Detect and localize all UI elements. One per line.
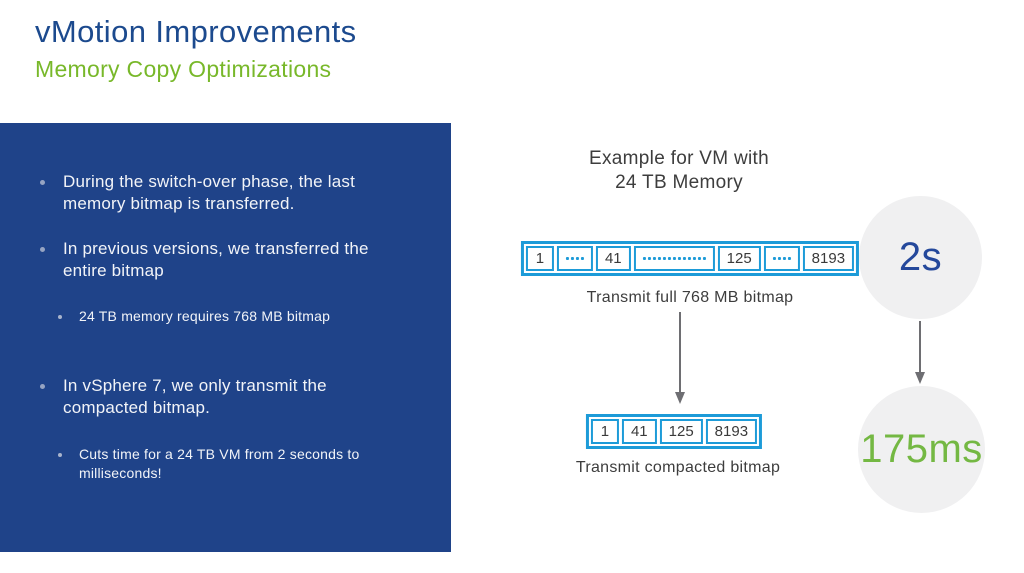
dot-square-icon xyxy=(662,257,666,260)
slide-subtitle: Memory Copy Optimizations xyxy=(35,56,332,82)
sub-bullet-item: Cuts time for a 24 TB VM from 2 seconds … xyxy=(54,445,433,483)
example-heading-line2: 24 TB Memory xyxy=(615,172,743,193)
time-after-circle: 175ms xyxy=(858,386,985,513)
dot-square-icon xyxy=(580,257,584,260)
dot-square-icon xyxy=(642,257,646,260)
compacted-bitmap-label: Transmit compacted bitmap xyxy=(575,459,781,476)
dot-square-icon xyxy=(672,257,676,260)
dot-square-icon xyxy=(682,257,686,260)
bullet-text: During the switch-over phase, the last m… xyxy=(63,172,356,213)
dot-square-icon xyxy=(657,257,661,260)
dot-square-icon xyxy=(772,257,776,260)
bitmap-cell: 41 xyxy=(621,419,657,444)
bitmap-cell: 125 xyxy=(717,246,761,271)
time-before-value: 2s xyxy=(898,235,943,279)
dot-square-icon xyxy=(692,257,696,260)
bullet-text: Cuts time for a 24 TB VM from 2 seconds … xyxy=(79,446,360,481)
bitmap-cell: 8193 xyxy=(705,419,758,444)
bullet-dot xyxy=(40,247,45,252)
bullet-dot xyxy=(40,384,45,389)
dot-square-icon xyxy=(687,257,691,260)
down-arrow-icon xyxy=(675,312,685,404)
bitmap-cell: 1 xyxy=(525,246,554,271)
dot-square-icon xyxy=(647,257,651,260)
bitmap-dots-cell xyxy=(556,246,593,271)
dot-square-icon xyxy=(677,257,681,260)
time-before-circle: 2s xyxy=(859,196,982,319)
bitmap-cell: 41 xyxy=(595,246,631,271)
full-bitmap: 1 41 125 8193 xyxy=(520,241,860,276)
bitmap-cell: 125 xyxy=(659,419,703,444)
bitmap-dots-cell xyxy=(763,246,800,271)
dot-square-icon xyxy=(697,257,701,260)
bitmap-cell: 1 xyxy=(590,419,619,444)
bullet-dot xyxy=(58,315,62,319)
bullet-item: In previous versions, we transferred the… xyxy=(36,238,433,282)
time-after-value: 175ms xyxy=(860,427,983,471)
slide-title: vMotion Improvements xyxy=(35,14,357,49)
example-heading-line1: Example for VM with xyxy=(589,148,769,169)
dot-square-icon xyxy=(575,257,579,260)
bitmap-dots-cell xyxy=(633,246,715,271)
bullet-text: In previous versions, we transferred the… xyxy=(63,239,369,280)
dot-square-icon xyxy=(667,257,671,260)
bullet-item: In vSphere 7, we only transmit the compa… xyxy=(36,375,433,419)
dot-square-icon xyxy=(787,257,791,260)
dot-square-icon xyxy=(702,257,706,260)
bitmap-cell: 8193 xyxy=(802,246,855,271)
bullet-panel: During the switch-over phase, the last m… xyxy=(0,123,451,552)
sub-bullet-item: 24 TB memory requires 768 MB bitmap xyxy=(54,307,433,326)
dot-square-icon xyxy=(777,257,781,260)
dot-square-icon xyxy=(652,257,656,260)
full-bitmap-label: Transmit full 768 MB bitmap xyxy=(586,289,794,306)
example-heading: Example for VM with 24 TB Memory xyxy=(589,147,769,195)
bullet-text: In vSphere 7, we only transmit the compa… xyxy=(63,376,327,417)
bullet-dot xyxy=(40,180,45,185)
down-arrow-icon xyxy=(915,321,925,384)
dot-square-icon xyxy=(565,257,569,260)
dot-square-icon xyxy=(570,257,574,260)
bullet-dot xyxy=(58,453,62,457)
bullet-text: 24 TB memory requires 768 MB bitmap xyxy=(79,308,331,324)
dot-square-icon xyxy=(782,257,786,260)
bullet-item: During the switch-over phase, the last m… xyxy=(36,171,433,215)
